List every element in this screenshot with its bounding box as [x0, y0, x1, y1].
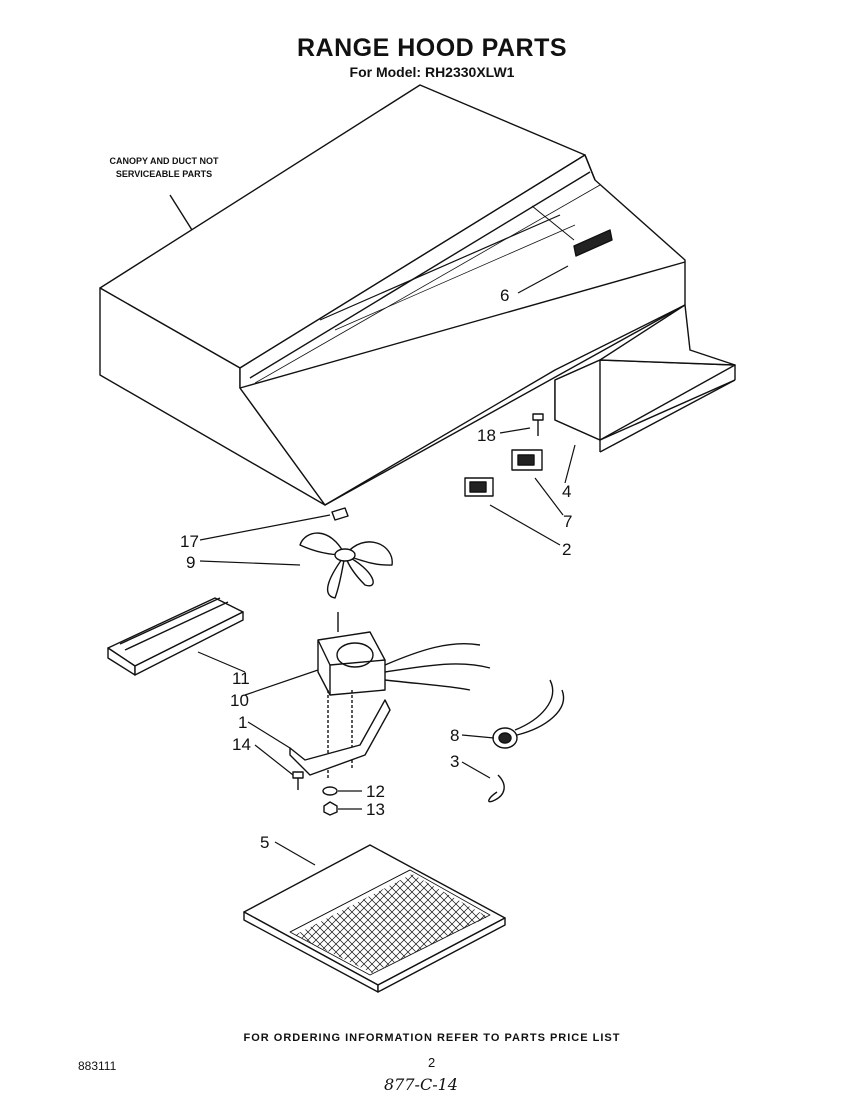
washer-12 — [322, 786, 338, 796]
callout-13: 13 — [366, 800, 385, 819]
page-number: 2 — [428, 1055, 436, 1070]
callout-10: 10 — [230, 691, 249, 710]
page-title: RANGE HOOD PARTS — [296, 34, 568, 62]
clip-17 — [331, 507, 349, 521]
motor — [317, 612, 491, 780]
callout-8: 8 — [450, 726, 459, 745]
callout-11: 11 — [232, 669, 250, 688]
model-subtitle: For Model: RH2330XLW1 — [349, 64, 515, 80]
switch-2 — [464, 477, 494, 497]
handwritten-note: 877-C-14 — [384, 1075, 458, 1094]
callout-3: 3 — [450, 752, 459, 771]
callout-1: 1 — [238, 713, 247, 732]
light-bracket — [107, 597, 244, 676]
callout-2: 2 — [562, 540, 571, 559]
filter-mesh — [295, 874, 488, 973]
lamp-socket — [492, 679, 565, 749]
ordering-footer: FOR ORDERING INFORMATION REFER TO PARTS … — [243, 1032, 621, 1044]
callout-12: 12 — [366, 782, 385, 801]
screw-14 — [292, 771, 304, 790]
hood-canopy — [99, 84, 686, 506]
nameplate — [573, 229, 613, 257]
switch-housing — [554, 304, 736, 453]
screw-18 — [532, 413, 544, 436]
fan-blade — [299, 532, 393, 599]
callout-7: 7 — [563, 512, 572, 531]
note-leader — [169, 194, 193, 231]
switch-7 — [511, 449, 543, 471]
callout-17: 17 — [180, 532, 199, 551]
callout-6: 6 — [500, 286, 509, 305]
motor-bracket — [289, 699, 391, 776]
callout-18: 18 — [477, 426, 496, 445]
callout-14: 14 — [232, 735, 251, 754]
wire-clip — [488, 774, 505, 803]
callout-9: 9 — [186, 553, 195, 572]
nut-13 — [323, 801, 338, 816]
callout-5: 5 — [260, 833, 269, 852]
canopy-note: CANOPY AND DUCT NOT SERVICEABLE PARTS — [109, 156, 219, 179]
document-code: 883111 — [78, 1059, 117, 1073]
callout-4: 4 — [562, 482, 571, 501]
